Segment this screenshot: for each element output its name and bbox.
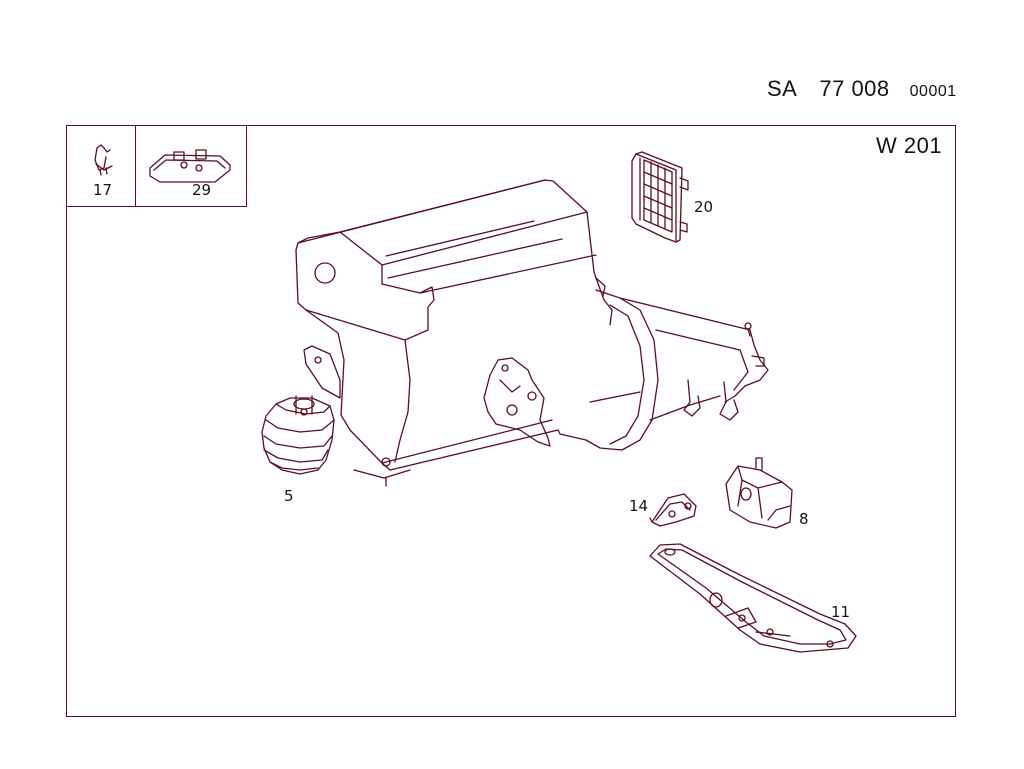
diagram-frame (66, 125, 956, 717)
part-29-pad[interactable] (150, 150, 230, 182)
part-11-cross-member[interactable] (650, 544, 856, 652)
part-14-mount[interactable] (650, 494, 696, 526)
part-8-transmission-mount[interactable] (726, 458, 792, 528)
model-label: W 201 (876, 133, 943, 158)
callout-8: 8 (799, 510, 809, 528)
inset-box-17 (66, 125, 136, 207)
part-5-engine-mount[interactable] (262, 396, 334, 474)
callout-11: 11 (831, 603, 851, 621)
engine-block (296, 180, 612, 486)
callout-20: 20 (694, 198, 714, 216)
callout-5: 5 (284, 487, 294, 505)
transmission (558, 290, 768, 450)
drawing-number: 77 008 (819, 76, 890, 101)
part-17-clip[interactable] (95, 145, 112, 175)
part-20-grille[interactable] (632, 152, 688, 242)
group-code: SA (767, 76, 798, 101)
callout-29: 29 (192, 181, 212, 199)
sheet-number: 00001 (909, 83, 957, 100)
drawing-header: SA 77 008 00001 (767, 76, 957, 102)
callout-17: 17 (93, 181, 113, 199)
inset-box-29 (135, 125, 247, 207)
callout-14: 14 (629, 497, 649, 515)
